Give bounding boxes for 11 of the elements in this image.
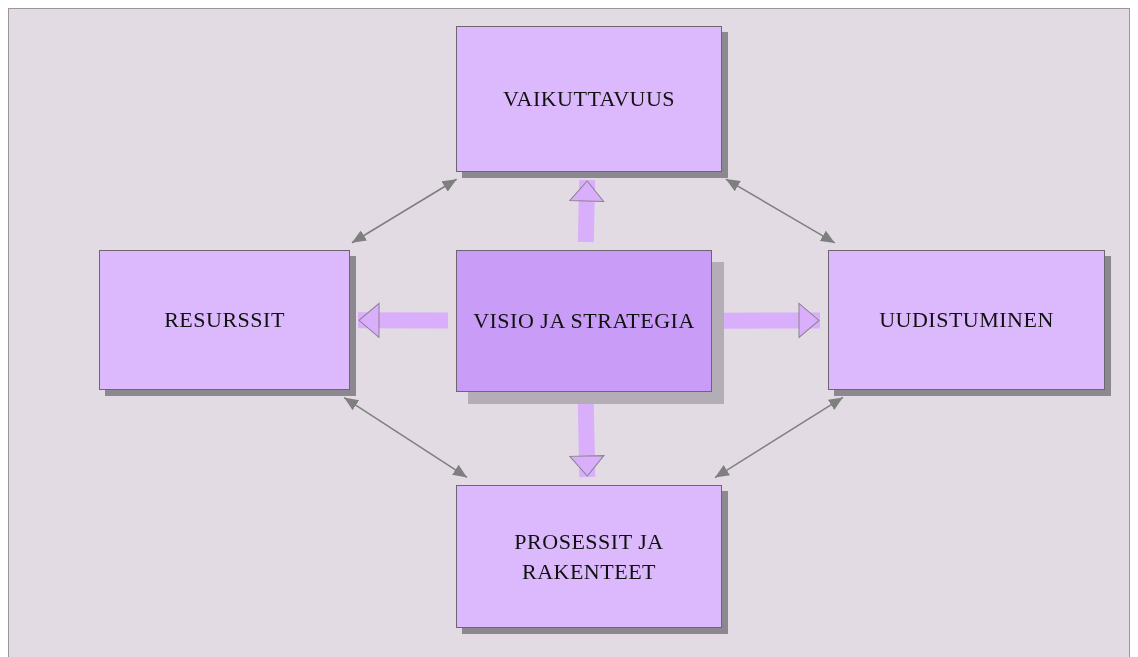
double-arrow	[343, 396, 468, 479]
block-arrow	[569, 179, 605, 243]
box-label: VISIO JA STRATEGIA	[472, 307, 696, 336]
double-arrow	[351, 178, 458, 244]
box-label: VAIKUTTAVUUS	[501, 85, 677, 114]
double-arrow	[725, 178, 836, 244]
box-label: PROSESSIT JA RAKENTEET	[513, 527, 665, 586]
box-label: RESURSSIT	[163, 306, 286, 335]
box-label: UUDISTUMINEN	[878, 306, 1055, 335]
double-arrow	[714, 396, 844, 479]
block-arrow	[357, 302, 449, 338]
